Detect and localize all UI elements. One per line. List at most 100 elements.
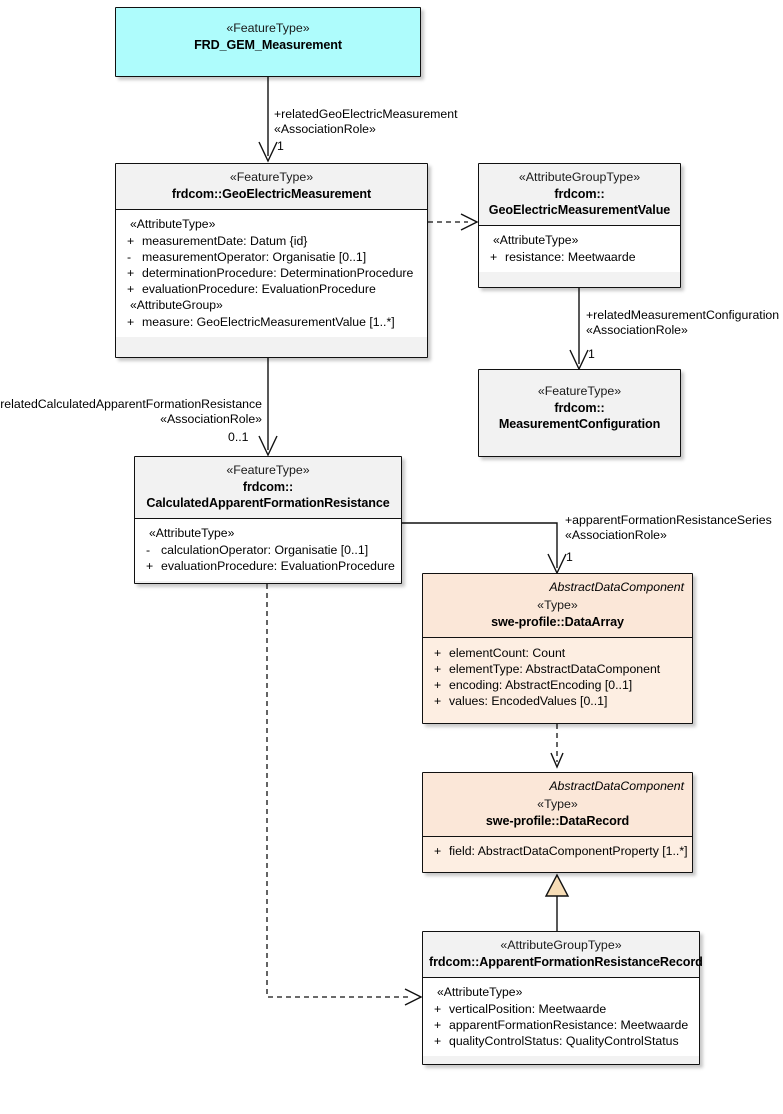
label-apparent-formation-resistance-series: +apparentFormationResistanceSeries «Asso… [565,513,772,543]
multiplicity-related-geoelectric-measurement: 1 [277,139,284,153]
visibility: + [127,233,135,248]
attribute-row: + measurementDate: Datum {id} [120,233,423,249]
label-role: +relatedMeasurementConfiguration [586,308,780,322]
class-header: «FeatureType» FRD_GEM_Measurement [116,8,420,60]
connector-datarray-to-datarecord [550,724,564,769]
visibility: - [146,543,151,558]
class-header: «FeatureType» frdcom:: CalculatedApparen… [135,457,401,520]
label-stereotype: «AssociationRole» [160,412,262,426]
attribute-row: - calculationOperator: Organisatie [0..1… [139,542,397,558]
class-stereotype: «Type» [537,597,578,612]
attribute-group-label: «AttributeType» [493,233,579,248]
attribute-text: qualityControlStatus: QualityControlStat… [449,1033,679,1048]
class-calculated-apparent-formation-resistance[interactable]: «FeatureType» frdcom:: CalculatedApparen… [134,456,402,584]
visibility: + [127,265,135,280]
visibility: + [490,250,498,265]
visibility: + [127,314,135,329]
attribute-row: + apparentFormationResistance: Meetwaard… [427,1017,695,1033]
attribute-text: values: EncodedValues [0..1] [449,693,608,708]
class-frd-gem-measurement[interactable]: «FeatureType» FRD_GEM_Measurement [115,7,421,77]
visibility: + [434,645,442,660]
class-attributes: «AttributeType» + resistance: Meetwaarde [479,226,680,273]
attribute-group-label: «AttributeType» [130,216,216,231]
label-role: +apparentFormationResistanceSeries [565,513,772,527]
class-name-line2: CalculatedApparentFormationResistance [146,495,390,510]
class-attributes: «AttributeType» - calculationOperator: O… [135,519,401,582]
class-stereotype: «FeatureType» [229,170,314,184]
attribute-text: evaluationProcedure: EvaluationProcedure [142,281,376,296]
label-related-geoelectric-measurement: +relatedGeoElectricMeasurement «Associat… [274,107,458,137]
label-stereotype: «AssociationRole» [565,528,667,542]
attribute-row: + qualityControlStatus: QualityControlSt… [427,1033,695,1049]
abstract-supertype-label: AbstractDataComponent [549,779,684,793]
visibility: + [434,1033,442,1048]
attribute-text: resistance: Meetwaarde [505,250,636,265]
attribute-row: + values: EncodedValues [0..1] [427,693,688,709]
abstract-supertype-label: AbstractDataComponent [549,580,684,594]
label-role: +relatedGeoElectricMeasurement [274,107,458,121]
class-name: frdcom::GeoElectricMeasurement [171,186,372,201]
class-name-line1: frdcom:: [242,479,294,494]
attribute-group-label: «AttributeType» [149,526,235,541]
visibility: + [146,559,154,574]
connector-record-dependency [266,584,423,1006]
class-header: AbstractDataComponent «Type» swe-profile… [423,574,692,638]
label-role: +relatedCalculatedApparentFormationResis… [0,397,262,411]
class-name: swe-profile::DataRecord [485,813,630,828]
visibility: - [127,249,132,264]
multiplicity-related-calculated-apparent-formation-resistance: 0..1 [228,430,249,444]
attribute-text: measure: GeoElectricMeasurementValue [1.… [142,314,395,329]
attribute-text: determinationProcedure: DeterminationPro… [142,265,414,280]
label-stereotype: «AssociationRole» [274,122,376,136]
label-related-measurement-configuration: +relatedMeasurementConfiguration «Associ… [586,308,779,338]
connector-measure-dependency [428,213,479,231]
class-name: frdcom::ApparentFormationResistanceRecor… [429,954,703,969]
multiplicity-apparent-formation-resistance-series: 1 [566,550,573,564]
class-name: swe-profile::DataArray [491,614,624,629]
attribute-text: verticalPosition: Meetwaarde [449,1001,607,1016]
visibility: + [434,843,442,858]
attribute-text: measurementDate: Datum {id} [142,233,308,248]
class-geoelectric-measurement[interactable]: «FeatureType» frdcom::GeoElectricMeasure… [115,163,428,358]
class-stereotype: «FeatureType» [537,384,622,398]
class-data-array[interactable]: AbstractDataComponent «Type» swe-profile… [422,573,693,724]
connector-generalization-datarecord [544,873,570,931]
class-name-line2: MeasurementConfiguration [498,416,661,431]
attribute-row: + determinationProcedure: DeterminationP… [120,265,423,281]
attribute-group-label: «AttributeGroup» [130,297,223,312]
attribute-row: + evaluationProcedure: EvaluationProcedu… [120,281,423,297]
attribute-text: evaluationProcedure: EvaluationProcedure [161,559,395,574]
attribute-group-label: «AttributeType» [437,984,523,999]
class-stereotype: «Type» [537,796,578,811]
attribute-row: + encoding: AbstractEncoding [0..1] [427,677,688,693]
class-name-line2: GeoElectricMeasurementValue [488,202,671,217]
class-header: «FeatureType» frdcom:: MeasurementConfig… [479,370,680,440]
multiplicity-related-measurement-configuration: 1 [588,347,595,361]
attribute-text: apparentFormationResistance: Meetwaarde [449,1017,689,1032]
class-attributes: «AttributeType» + measurementDate: Datum… [116,209,427,337]
attribute-row: + elementCount: Count [427,645,688,661]
class-apparent-formation-resistance-record[interactable]: «AttributeGroupType» frdcom::ApparentFor… [422,931,703,1065]
label-related-calculated-apparent-formation-resistance: +relatedCalculatedApparentFormationResis… [0,397,262,427]
class-name: FRD_GEM_Measurement [194,37,342,52]
attribute-row: + field: AbstractDataComponentProperty [… [427,843,688,859]
attribute-row: + elementType: AbstractDataComponent [427,661,688,677]
class-attributes: + field: AbstractDataComponentProperty [… [423,836,692,866]
label-stereotype: «AssociationRole» [586,323,688,337]
visibility: + [127,281,135,296]
attribute-row: + measure: GeoElectricMeasurementValue [… [120,314,423,330]
class-stereotype: «FeatureType» [226,21,310,35]
class-header: «AttributeGroupType» frdcom:: GeoElectri… [479,164,680,227]
connector-related-geoelectric-measurement [258,77,278,163]
class-stereotype: «FeatureType» [226,463,310,477]
visibility: + [434,677,442,692]
class-data-record[interactable]: AbstractDataComponent «Type» swe-profile… [422,772,693,873]
connector-apparent-formation-resistance-series [402,522,567,575]
class-attributes: + elementCount: Count + elementType: Abs… [423,637,692,716]
attribute-row: + evaluationProcedure: EvaluationProcedu… [139,558,397,574]
attribute-text: calculationOperator: Organisatie [0..1] [161,543,369,558]
class-measurement-configuration[interactable]: «FeatureType» frdcom:: MeasurementConfig… [478,369,681,457]
class-name-line1: frdcom:: [554,186,605,201]
class-geoelectric-measurement-value[interactable]: «AttributeGroupType» frdcom:: GeoElectri… [478,163,681,288]
